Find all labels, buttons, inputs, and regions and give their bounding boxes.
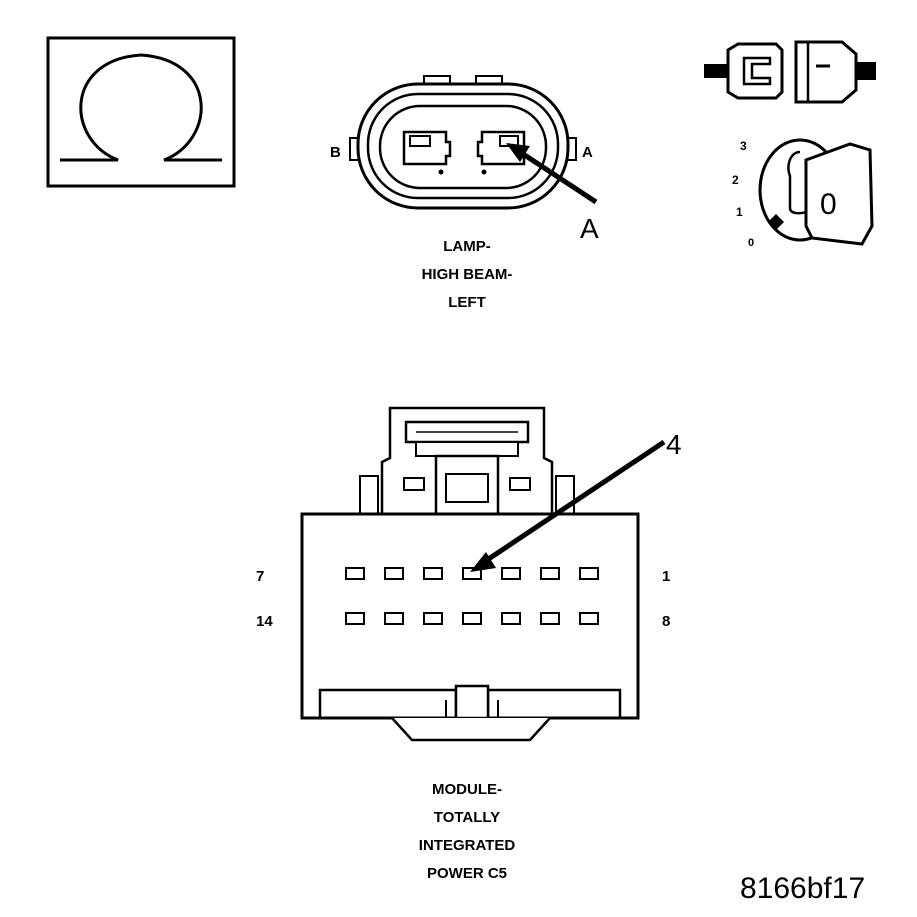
ohmmeter-symbol — [46, 36, 236, 188]
ignition-position-2: 2 — [732, 173, 739, 187]
module-pin-14 — [345, 612, 365, 625]
ohmmeter-frame — [46, 36, 236, 188]
module-callout-label: 4 — [666, 429, 682, 460]
module-caption-line-1: MODULE- — [432, 781, 502, 798]
ignition-key — [804, 142, 874, 246]
module-pin-row-bottom — [345, 612, 599, 625]
unplug-icon — [704, 40, 876, 104]
module-pin-1 — [579, 567, 599, 580]
module-connector: 7 1 14 8 4 MODULE- TOTALLY INTEGRATED PO… — [256, 406, 682, 882]
module-pin-12 — [423, 612, 443, 625]
module-pin-7 — [345, 567, 365, 580]
module-pin-13 — [384, 612, 404, 625]
lamp-cavity-b — [402, 130, 452, 166]
module-pin-3 — [501, 567, 521, 580]
module-pin-label-14: 14 — [256, 613, 273, 630]
module-pin-11 — [462, 612, 482, 625]
lamp-caption-line-3: LEFT — [448, 294, 486, 311]
ignition-position-0: 0 — [748, 237, 754, 249]
module-pin-2 — [540, 567, 560, 580]
module-pin-label-7: 7 — [256, 568, 264, 585]
module-pin-6 — [384, 567, 404, 580]
module-pin-5 — [423, 567, 443, 580]
module-callout-arrow — [482, 439, 666, 565]
lamp-callout-label: A — [580, 213, 599, 244]
module-caption-line-3: INTEGRATED — [419, 837, 516, 854]
module-pin-row-top — [345, 567, 599, 580]
ohm-icon — [60, 53, 222, 162]
lamp-connector: B A A LAMP- HIGH BEAM- LEFT — [330, 75, 599, 311]
lamp-caption-line-1: LAMP- — [443, 238, 491, 255]
ignition-switch-icon: 3 2 1 0 0 — [732, 138, 874, 249]
lamp-caption-line-2: HIGH BEAM- — [422, 266, 513, 283]
lamp-cavity-a — [476, 130, 526, 166]
module-caption-line-2: TOTALLY — [434, 809, 500, 826]
ignition-key-position-label: 0 — [820, 188, 837, 221]
ignition-position-1: 1 — [736, 205, 743, 219]
module-pin-10 — [501, 612, 521, 625]
module-pin-8 — [579, 612, 599, 625]
lamp-cavity-b-label: B — [330, 144, 341, 161]
module-pin-9 — [540, 612, 560, 625]
lamp-callout-arrow — [518, 149, 598, 205]
module-pin-4 — [462, 567, 482, 580]
figure-code: 8166bf17 — [740, 872, 865, 905]
lamp-cavity-a-label: A — [582, 144, 593, 161]
module-pin-label-8: 8 — [662, 613, 670, 630]
lamp-connector-housing — [356, 82, 570, 210]
ignition-position-3: 3 — [740, 139, 747, 153]
module-pin-label-1: 1 — [662, 568, 670, 585]
module-caption-line-4: POWER C5 — [427, 865, 507, 882]
